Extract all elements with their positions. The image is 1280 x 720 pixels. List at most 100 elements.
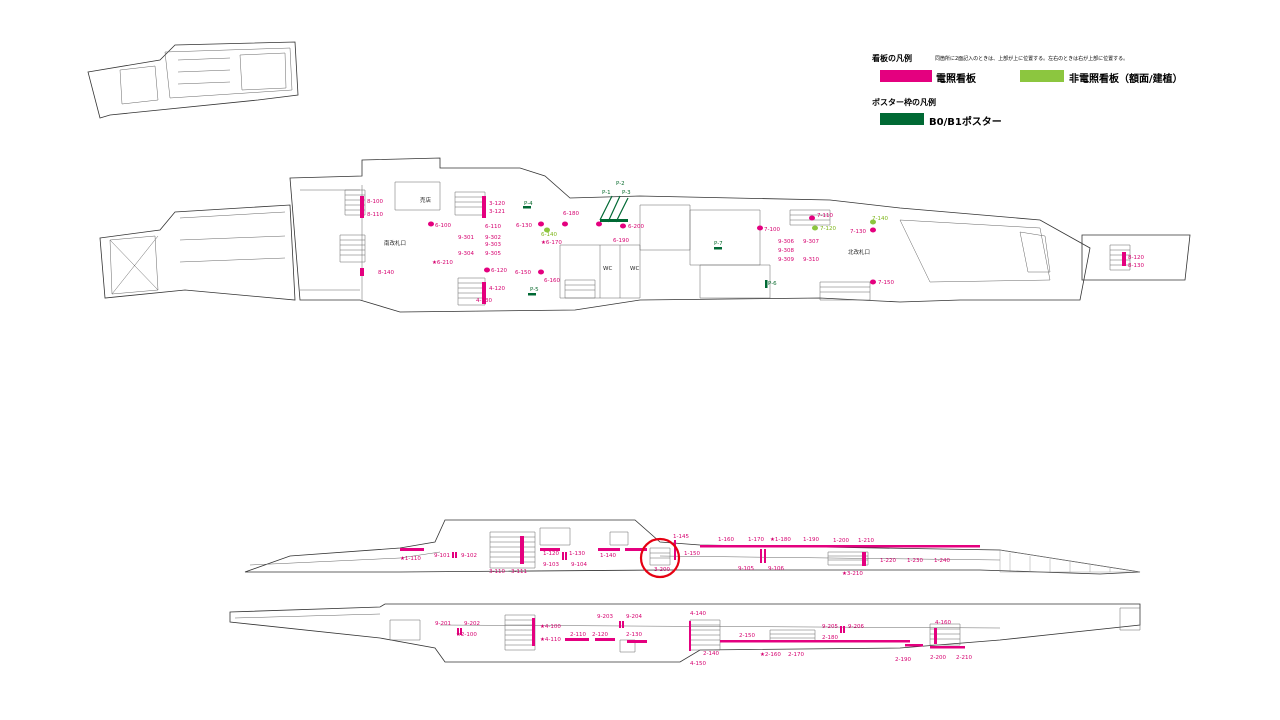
platform-2	[229, 603, 1141, 663]
sign-label: 4-150	[690, 661, 706, 667]
lit-sign-mark	[862, 552, 866, 566]
platform-2-labels: 9-201 9-202 ★2-100 ★4-100 ★4-110 2-110 2…	[435, 611, 972, 667]
sign-label: ★6-170	[541, 240, 562, 246]
sign-label: 2-190	[895, 657, 911, 663]
poster-mark	[765, 280, 768, 288]
signs-legend-title: 看板の凡例	[872, 54, 912, 63]
lit-sign-mark	[689, 621, 691, 651]
sign-label: 9-103	[543, 562, 559, 568]
sign-label: 6-200	[628, 224, 644, 230]
sign-label: 1-200	[833, 538, 849, 544]
sign-label: 1-190	[803, 537, 819, 543]
unlit-sign-legend-label: 非電照看板（額面/建植）	[1069, 74, 1183, 85]
lit-sign-mark	[562, 552, 564, 560]
sign-label: 7-150	[878, 280, 894, 286]
platform-1-labels: ★1-110 9-101 9-102 3-110 3-111 1-120 1-1…	[400, 534, 950, 577]
lit-sign-mark	[840, 626, 842, 633]
lit-sign-mark	[870, 227, 876, 233]
sign-label: 6-130	[516, 223, 532, 229]
sign-label: 8-140	[378, 270, 394, 276]
south-gate-label: 南改札口	[384, 239, 406, 247]
sign-label: 1-160	[718, 537, 734, 543]
sign-label: ★4-100	[540, 624, 561, 630]
lit-sign-mark	[757, 225, 763, 231]
sign-label: 9-308	[778, 248, 794, 254]
lit-sign-mark	[562, 221, 568, 227]
platform-1-sign-markers	[400, 536, 980, 579]
sign-label: 9-310	[803, 257, 819, 263]
sign-label: 3-120	[489, 201, 505, 207]
sign-label: 9-307	[803, 239, 819, 245]
upper-sign-markers	[360, 195, 1126, 304]
sign-label: 1-230	[907, 558, 923, 564]
unlit-sign-mark	[870, 219, 876, 225]
lit-sign-mark	[532, 618, 535, 646]
sign-label: 6-110	[485, 224, 501, 230]
sign-label: ★3-210	[842, 571, 863, 577]
sign-label: 8-120	[1128, 255, 1144, 261]
sign-label: 2-130	[626, 632, 642, 638]
sign-label: 6-140	[541, 232, 557, 238]
lit-sign-mark	[538, 269, 544, 275]
sign-label: 4-140	[690, 611, 706, 617]
lit-sign-mark	[455, 552, 457, 558]
sign-label: 2-180	[822, 635, 838, 641]
sign-label: 9-204	[626, 614, 642, 620]
sign-label: 9-205	[822, 624, 838, 630]
poster-label: P-5	[530, 287, 539, 293]
lit-sign-mark	[720, 640, 910, 643]
sign-label: 2-140	[703, 651, 719, 657]
lit-sign-mark	[484, 267, 490, 273]
lit-sign-mark	[457, 628, 459, 635]
lit-sign-mark	[625, 548, 647, 551]
lit-sign-mark	[934, 628, 937, 644]
lit-sign-mark	[428, 221, 434, 227]
sign-label: 6-120	[491, 268, 507, 274]
lit-sign-mark	[870, 279, 876, 285]
platform-2-sign-markers	[457, 618, 965, 651]
sign-label: 7-120	[820, 226, 836, 232]
lit-sign-mark	[452, 552, 454, 558]
lit-sign-mark	[622, 621, 624, 628]
sign-label: 9-301	[458, 235, 474, 241]
sign-label: 1-130	[569, 551, 585, 557]
lit-sign-swatch	[880, 70, 932, 82]
poster-mark	[528, 293, 536, 296]
sign-label: 1-150	[684, 551, 700, 557]
sign-label: 6-150	[515, 270, 531, 276]
lit-sign-mark	[596, 221, 602, 227]
sign-label: 8-100	[367, 199, 383, 205]
sign-label: 9-104	[571, 562, 587, 568]
sign-label: 9-201	[435, 621, 451, 627]
sign-label: 9-206	[848, 624, 864, 630]
restroom-label: WC	[630, 266, 639, 272]
sign-label: 1-240	[934, 558, 950, 564]
sign-label: 2-150	[739, 633, 755, 639]
poster-mark	[714, 247, 722, 250]
annex-building	[87, 41, 299, 119]
sign-label: 6-180	[563, 211, 579, 217]
sign-label: 8-130	[1128, 263, 1144, 269]
unlit-sign-mark	[812, 225, 818, 231]
lit-sign-mark	[700, 545, 980, 548]
lit-sign-mark	[520, 536, 524, 564]
sign-label: ★6-210	[432, 260, 453, 266]
sign-label: ★4-110	[540, 637, 561, 643]
lit-sign-mark	[565, 638, 589, 641]
lit-sign-mark	[460, 628, 462, 635]
lit-sign-mark	[598, 548, 620, 551]
sign-label: ★1-180	[770, 537, 791, 543]
highlight-circle	[639, 537, 681, 579]
upper-sign-labels: 8-100 8-110 8-140 3-120 3-121 6-100 6-11…	[367, 181, 1144, 304]
platform-1	[244, 519, 1141, 575]
sign-label: 7-140	[872, 216, 888, 222]
sign-label: 8-110	[367, 212, 383, 218]
lit-sign-mark	[360, 196, 364, 218]
sign-label: 9-306	[778, 239, 794, 245]
sign-label: 9-202	[464, 621, 480, 627]
poster-label: P-1	[602, 190, 611, 196]
lit-sign-mark	[843, 626, 845, 633]
poster-label: P-7	[714, 241, 723, 247]
poster-swatch	[880, 113, 924, 125]
sign-label: 3-121	[489, 209, 505, 215]
